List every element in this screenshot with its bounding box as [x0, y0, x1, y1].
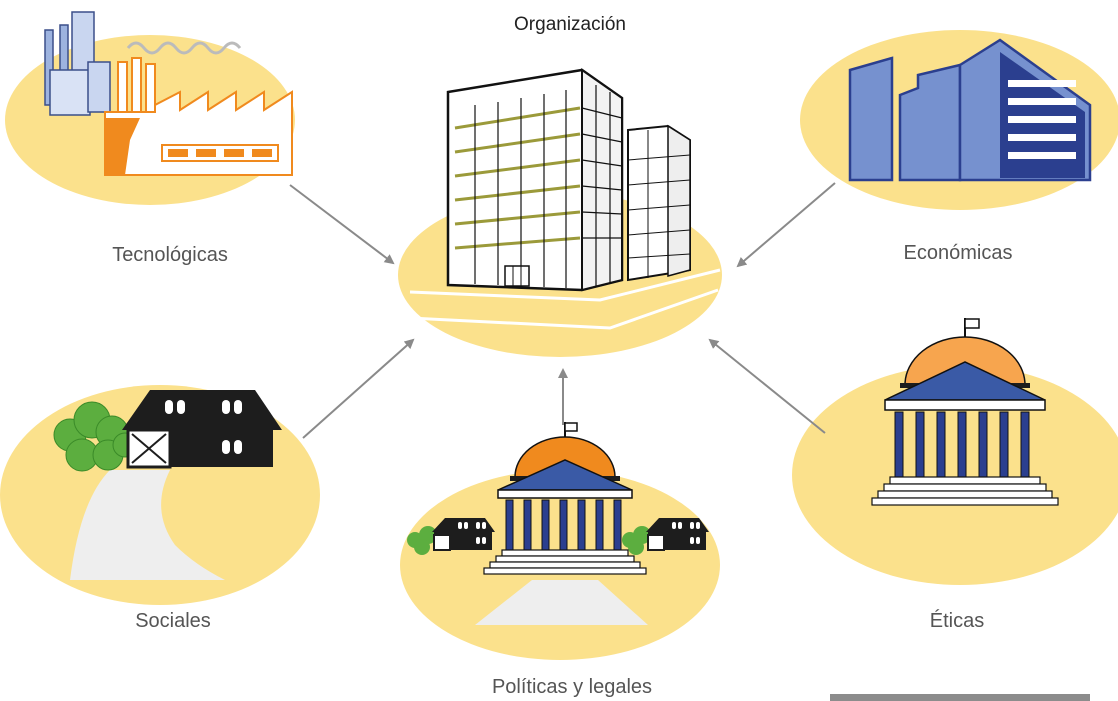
politicas-label: Políticas y legales — [491, 676, 653, 698]
temple-icon — [871, 318, 1059, 506]
arrow-economicas — [736, 182, 836, 268]
corporate-building-icon — [848, 38, 1092, 182]
office-building-icon — [409, 68, 721, 330]
capitol-icon — [407, 422, 709, 625]
arrow-eticas — [708, 338, 826, 434]
tecnologicas-label: Tecnológicas — [112, 244, 228, 266]
arrow-sociales — [302, 338, 415, 439]
eticas-ellipse — [792, 365, 1118, 585]
factory-icon — [44, 11, 293, 176]
arrows — [289, 182, 836, 439]
economicas-label: Económicas — [903, 242, 1013, 264]
eticas-label: Éticas — [929, 610, 985, 632]
house-icon — [53, 390, 282, 580]
arrow-tecnologicas — [289, 184, 395, 265]
organizacion-label: Organización — [514, 14, 626, 35]
sociales-label: Sociales — [135, 610, 211, 632]
photo-strip — [830, 694, 1090, 701]
